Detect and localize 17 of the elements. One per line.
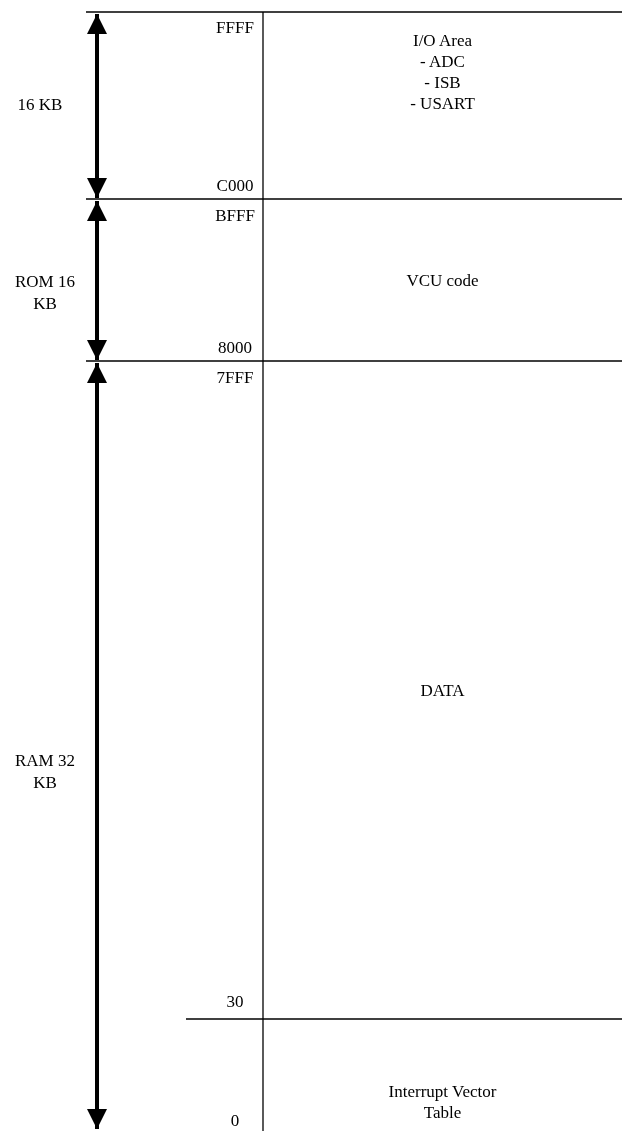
address-label: 30 [225, 991, 245, 1013]
region-label: VCU code [406, 269, 479, 291]
list-item: - USART [410, 93, 475, 114]
size-label: 16 KB [16, 94, 64, 116]
address-label: 8000 [217, 337, 253, 359]
region-label: Interrupt Vector Table [387, 1081, 498, 1123]
address-label: 0 [229, 1110, 241, 1131]
size-label: ROM 16 KB [15, 271, 75, 315]
address-label: BFFF [214, 205, 256, 227]
address-label: C000 [215, 175, 255, 197]
address-label: 7FFF [215, 367, 255, 389]
region-label: DATA [420, 679, 465, 701]
address-label: FFFF [215, 17, 255, 39]
list-item: - ADC [420, 51, 465, 72]
list-item: - ISB [424, 72, 461, 93]
region-title: I/O Area [413, 30, 472, 51]
size-label: RAM 32 KB [15, 750, 75, 794]
